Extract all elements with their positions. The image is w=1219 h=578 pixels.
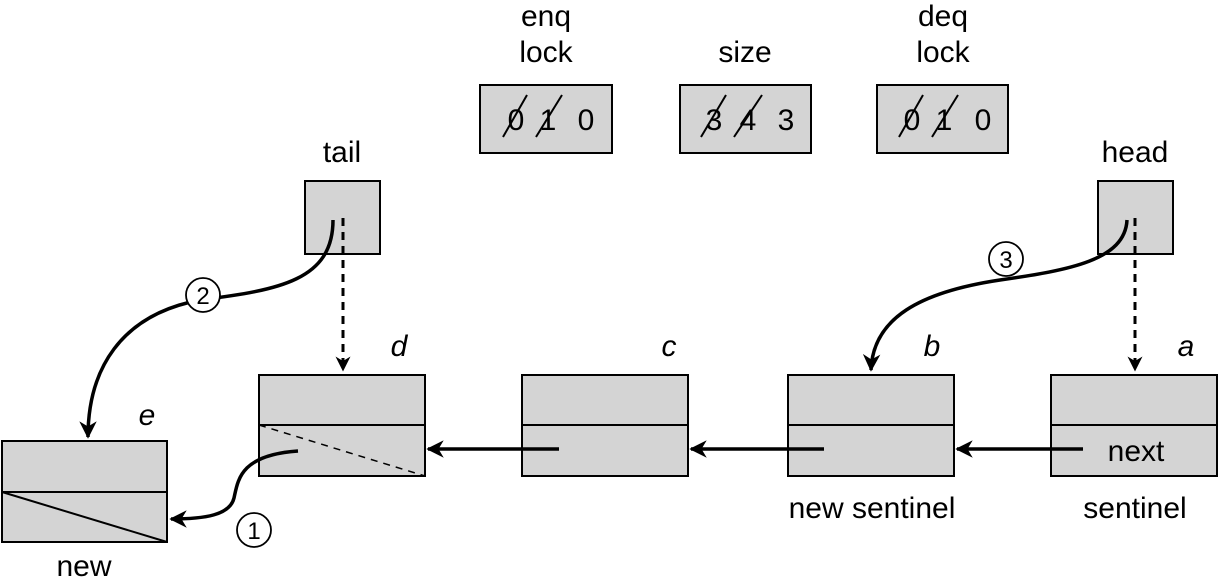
strike-mark [535, 94, 563, 138]
deq-lock-value-2: 0 [975, 104, 992, 137]
node-d: d [258, 330, 426, 477]
step-3-circle [988, 241, 1024, 277]
step-1-arrow [169, 449, 299, 528]
deq-lock-label-line1: deq [918, 0, 968, 33]
tail-pointer-box [304, 180, 381, 255]
head-pointer-box [1097, 180, 1174, 255]
step-1-circle [236, 512, 272, 548]
step-3-marker: 3 [988, 241, 1024, 277]
deq-lock-label-line2: lock [916, 36, 970, 69]
size-label: size [718, 36, 771, 69]
strike-mark [733, 94, 763, 138]
node-a-caption: sentinel [1083, 492, 1186, 525]
step-3-arrow [862, 219, 1129, 372]
strike-mark [931, 94, 959, 138]
node-e-null-mark [1, 491, 168, 543]
step-2-circle [185, 277, 221, 313]
size-value-0: 3 [706, 104, 723, 137]
node-b-name: b [924, 330, 941, 363]
enq-lock-label-line1: enq [521, 0, 571, 33]
deq-lock-counter: deq lock 0 1 0 [876, 0, 1009, 154]
node-d-name: d [391, 330, 409, 363]
node-a-name: a [1178, 330, 1195, 363]
size-value-2: 3 [778, 104, 795, 137]
node-a-field: next [1108, 435, 1165, 468]
node-d-old-null-mark [258, 424, 426, 477]
enq-lock-label-line2: lock [519, 36, 573, 69]
step-1-marker: 1 [236, 512, 272, 548]
node-a: a next sentinel [1050, 330, 1218, 525]
strike-mark [700, 94, 727, 138]
size-counter: size 3 4 3 [679, 36, 812, 154]
enq-lock-value-0: 0 [508, 104, 525, 137]
strike-mark [898, 94, 924, 138]
node-e: e new [1, 399, 168, 578]
node-b-caption: new sentinel [789, 492, 956, 525]
enq-lock-counter: enq lock 0 1 0 [479, 0, 613, 154]
step-3-number: 3 [999, 247, 1012, 274]
step-2-number: 2 [196, 283, 209, 310]
node-b: b new sentinel [787, 330, 956, 525]
node-e-name: e [139, 399, 156, 432]
tail-label: tail [323, 136, 361, 169]
deq-lock-value-0: 0 [904, 104, 921, 137]
node-e-caption: new [56, 550, 111, 578]
head-label: head [1102, 136, 1169, 169]
step-1-number: 1 [247, 518, 260, 545]
node-c-name: c [662, 330, 677, 363]
size-value-1: 4 [740, 104, 757, 137]
strike-mark [502, 94, 528, 138]
step-2-marker: 2 [185, 277, 221, 313]
node-c: c [521, 330, 689, 477]
enq-lock-value-2: 0 [578, 104, 595, 137]
